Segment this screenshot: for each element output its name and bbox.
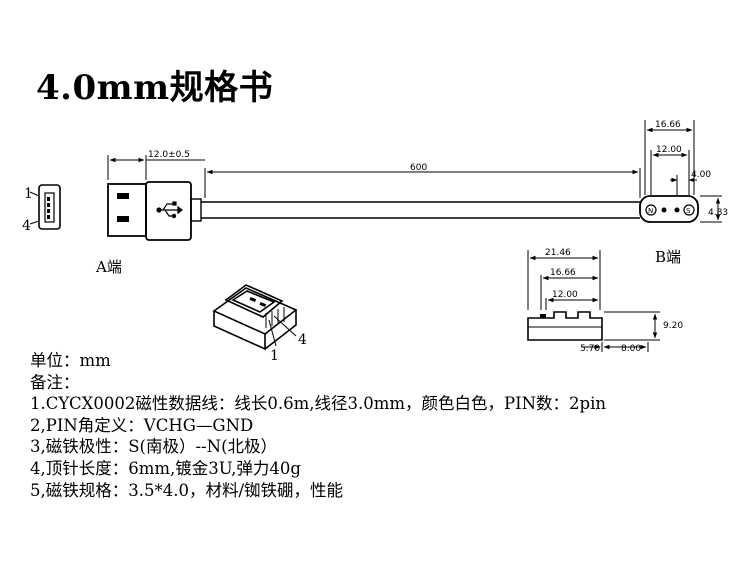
note-item: 3,磁铁极性：S(南极）--N(北极）: [30, 437, 278, 457]
page-title: 4.0mm规格书: [36, 68, 274, 108]
dim-sec-5-70: 5.70: [580, 344, 600, 354]
note-remarks-heading: 备注：: [30, 372, 80, 392]
iso-pin-4-label: 4: [298, 332, 307, 348]
dim-b-16-66: 16.66: [655, 120, 681, 130]
side-b-label: B端: [655, 248, 681, 266]
dim-sec-16-66: 16.66: [550, 268, 576, 278]
usb-plug-side-view: 12.0±0.5 600 A端: [95, 150, 641, 276]
side-a-end-view: 1 4: [22, 184, 61, 234]
spec-notes: 单位：mm 备注： 1.CYCX0002磁性数据线：线长0.6m,线径3.0mm…: [30, 350, 606, 501]
side-a-label: A端: [95, 258, 122, 276]
dim-cable-length: 600: [410, 163, 427, 173]
note-item: 5,磁铁规格：3.5*4.0，材料/铷铁硼，性能: [30, 480, 344, 500]
pin-n-label: N: [648, 207, 653, 215]
dim-b-12-00: 12.00: [656, 145, 682, 155]
side-b-section-view: 21.46 16.66 12.00 9.20 5.70 8.00: [527, 248, 683, 354]
side-a-pin-4-label: 4: [22, 218, 31, 234]
side-b-connector-view: N S 16.66 12.00 4.00 4.83 B端: [639, 120, 728, 266]
usb-logo-icon: [156, 201, 183, 219]
dim-sec-8-00: 8.00: [621, 344, 641, 354]
dim-b-4-83: 4.83: [708, 208, 728, 218]
dim-sec-9-20: 9.20: [663, 321, 683, 331]
dim-plug-length: 12.0±0.5: [148, 150, 190, 160]
dim-sec-21-46: 21.46: [545, 248, 571, 258]
dim-sec-12-00: 12.00: [552, 290, 578, 300]
note-unit: 单位：mm: [30, 351, 111, 370]
iso-pin-1-label: 1: [270, 348, 279, 364]
note-item: 4,顶针长度：6mm,镀金3U,弹力40g: [30, 458, 301, 478]
note-item: 2,PIN角定义：VCHG—GND: [30, 415, 254, 435]
dim-b-4-00: 4.00: [691, 170, 711, 180]
note-item: 1.CYCX0002磁性数据线：线长0.6m,线径3.0mm，颜色白色，PIN数…: [30, 394, 607, 414]
side-a-pin-1-label: 1: [24, 186, 33, 202]
pin-s-label: S: [686, 207, 691, 215]
usb-plug-isometric-view: 1 4: [212, 284, 307, 364]
